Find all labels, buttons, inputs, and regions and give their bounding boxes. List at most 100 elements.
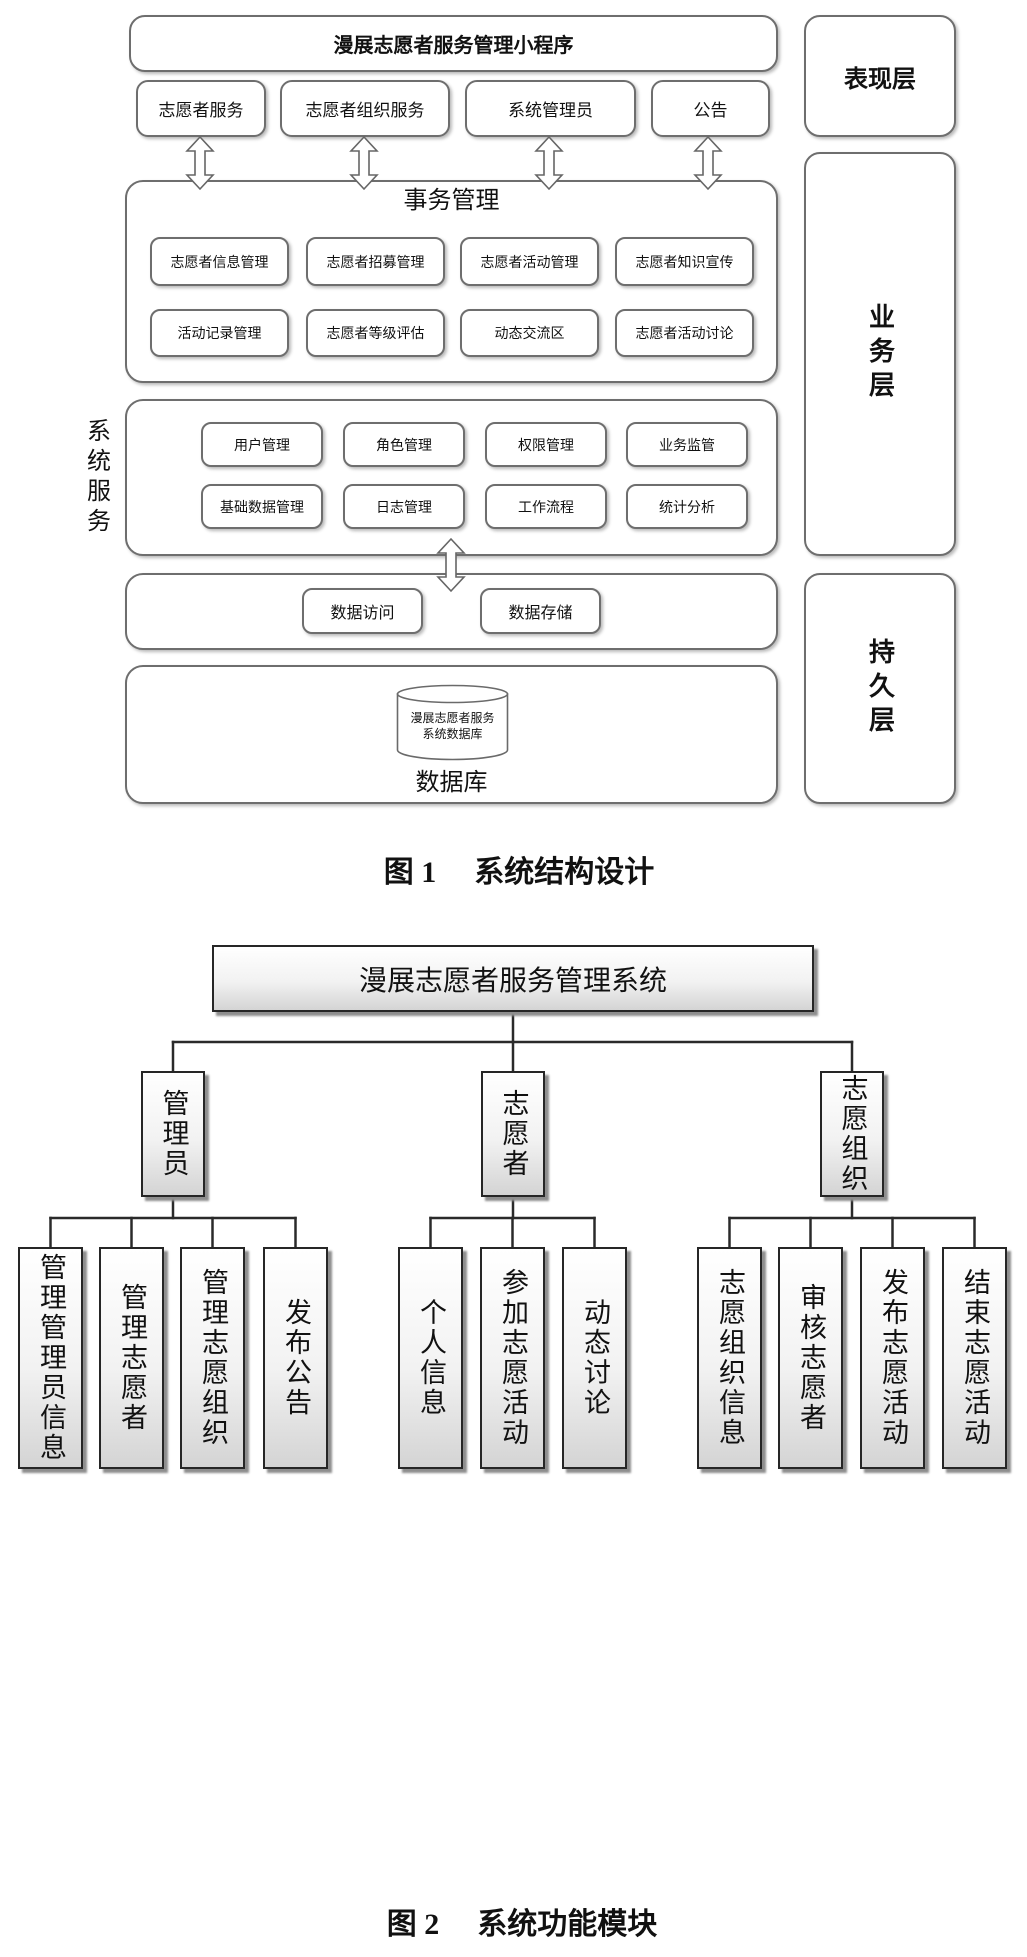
leaf-module-box: 审核志愿者 [778, 1247, 843, 1469]
affairs-module-label: 志愿者活动讨论 [635, 326, 734, 342]
leaf-module-box: 动态讨论 [562, 1247, 627, 1469]
system-service-module-label: 角色管理 [376, 437, 432, 454]
double-arrow-icon [436, 537, 466, 593]
database-panel: 漫展志愿者服务 系统数据库 数据库 [125, 665, 778, 804]
business-layer-label: 业务层 [864, 303, 895, 405]
leaf-module-label: 发布志愿活动 [877, 1268, 908, 1448]
affairs-module: 志愿者活动管理 [460, 237, 599, 286]
affairs-module-label: 志愿者信息管理 [170, 254, 269, 271]
leaf-module-label: 参加志愿活动 [497, 1268, 528, 1448]
leaf-module-label: 发布公告 [280, 1298, 311, 1418]
affairs-module-label: 活动记录管理 [177, 326, 262, 342]
affairs-module: 志愿者活动讨论 [615, 309, 754, 357]
system-service-module-label: 基础数据管理 [220, 499, 304, 516]
presentation-module-label: 志愿者组织服务 [305, 101, 425, 121]
leaf-module-label: 结束志愿活动 [959, 1268, 990, 1448]
presentation-layer-label: 表现层 [844, 64, 916, 93]
database-cylinder-line: 系统数据库 [422, 727, 483, 741]
system-service-module: 基础数据管理 [201, 484, 323, 529]
affairs-module: 动态交流区 [460, 309, 599, 357]
leaf-module-label: 志愿组织信息 [714, 1268, 745, 1448]
system-service-module-label: 业务监管 [659, 437, 715, 454]
data-access-module: 数据访问 [302, 588, 423, 634]
affairs-module-label: 志愿者等级评估 [326, 326, 425, 342]
leaf-module-box: 发布公告 [263, 1247, 328, 1469]
business-layer-box: 业务层 [804, 152, 956, 556]
affairs-module: 志愿者信息管理 [150, 237, 289, 286]
system-service-module: 业务监管 [626, 422, 748, 467]
leaf-module-box: 志愿组织信息 [697, 1247, 762, 1469]
database-cylinder-icon [396, 684, 509, 761]
system-service-panel: 用户管理 角色管理 权限管理 业务监管 基础数据管理 日志管理 工作流程 统计分… [125, 399, 778, 556]
leaf-module-box: 管理管理员信息 [18, 1247, 83, 1469]
figure-1-caption-title: 系统结构设计 [474, 856, 655, 889]
presentation-module-volunteer-service: 志愿者服务 [136, 80, 266, 137]
system-service-module: 权限管理 [485, 422, 607, 467]
app-title-box: 漫展志愿者服务管理小程序 [129, 15, 778, 72]
system-service-module-label: 工作流程 [518, 499, 574, 516]
tree-root-label: 漫展志愿者服务管理系统 [358, 963, 667, 997]
affairs-module: 志愿者等级评估 [306, 309, 445, 357]
database-cylinder-text: 漫展志愿者服务 系统数据库 [396, 710, 509, 742]
cylinder-body [396, 693, 509, 761]
presentation-module-label: 志愿者服务 [158, 101, 244, 121]
arrow-shape [534, 135, 564, 191]
double-arrow-icon [693, 135, 723, 191]
figure-1-caption: 图 1 系统结构设计 [125, 855, 913, 891]
cylinder-top [396, 684, 509, 704]
system-service-module: 角色管理 [343, 422, 465, 467]
persistence-layer-label: 持久层 [864, 637, 895, 740]
leaf-module-box: 参加志愿活动 [480, 1247, 545, 1469]
database-cylinder-line: 漫展志愿者服务 [410, 711, 495, 725]
branch-volunteer-box: 志愿者 [481, 1071, 545, 1197]
figure-1-caption-number: 图 1 [383, 856, 437, 889]
presentation-layer-box: 表现层 [804, 15, 956, 137]
system-service-module-label: 统计分析 [659, 499, 715, 516]
system-service-module: 用户管理 [201, 422, 323, 467]
double-arrow-icon [534, 135, 564, 191]
system-service-module: 统计分析 [626, 484, 748, 529]
data-storage-module-label: 数据存储 [508, 603, 573, 622]
database-label: 数据库 [415, 768, 488, 796]
branch-admin-box: 管理员 [141, 1071, 205, 1197]
affairs-module: 活动记录管理 [150, 309, 289, 357]
presentation-module-announcement: 公告 [651, 80, 770, 137]
figure-2-caption-number: 图 2 [386, 1908, 440, 1941]
system-service-label-text: 系统服务 [82, 417, 111, 538]
double-arrow-icon [185, 135, 215, 191]
branch-label: 管理员 [157, 1089, 189, 1179]
leaf-module-label: 管理志愿组织 [197, 1268, 228, 1448]
leaf-module-label: 动态讨论 [579, 1298, 610, 1418]
tree-root-box: 漫展志愿者服务管理系统 [212, 945, 814, 1012]
affairs-module-label: 动态交流区 [494, 326, 565, 342]
leaf-module-box: 发布志愿活动 [860, 1247, 925, 1469]
affairs-module: 志愿者知识宣传 [615, 237, 754, 286]
leaf-module-box: 管理志愿组织 [180, 1247, 245, 1469]
system-service-module-label: 权限管理 [518, 437, 574, 454]
affairs-module-label: 志愿者招募管理 [326, 254, 425, 271]
branch-organization-box: 志愿组织 [820, 1071, 884, 1197]
arrow-shape [185, 135, 215, 191]
data-access-module-label: 数据访问 [330, 603, 395, 622]
affairs-management-title: 事务管理 [403, 186, 500, 214]
figure-2-caption-title: 系统功能模块 [477, 1908, 658, 1941]
system-service-module-label: 日志管理 [376, 499, 432, 516]
system-service-label: 系统服务 [80, 399, 114, 556]
branch-label: 志愿者 [497, 1089, 529, 1179]
affairs-module-label: 志愿者活动管理 [480, 254, 579, 271]
system-service-module: 工作流程 [485, 484, 607, 529]
arrow-shape [436, 537, 466, 593]
app-title-text: 漫展志愿者服务管理小程序 [333, 33, 574, 57]
arrow-shape [349, 135, 379, 191]
presentation-module-organization-service: 志愿者组织服务 [280, 80, 450, 137]
figure-2-caption: 图 2 系统功能模块 [130, 1907, 914, 1943]
leaf-module-label: 审核志愿者 [795, 1283, 826, 1433]
persistence-layer-box: 持久层 [804, 573, 956, 804]
system-service-module-label: 用户管理 [234, 437, 290, 454]
arrow-shape [693, 135, 723, 191]
data-access-panel: 数据访问 数据存储 [125, 573, 778, 650]
presentation-module-label: 公告 [693, 101, 728, 121]
system-service-module: 日志管理 [343, 484, 465, 529]
presentation-module-label: 系统管理员 [508, 101, 593, 121]
